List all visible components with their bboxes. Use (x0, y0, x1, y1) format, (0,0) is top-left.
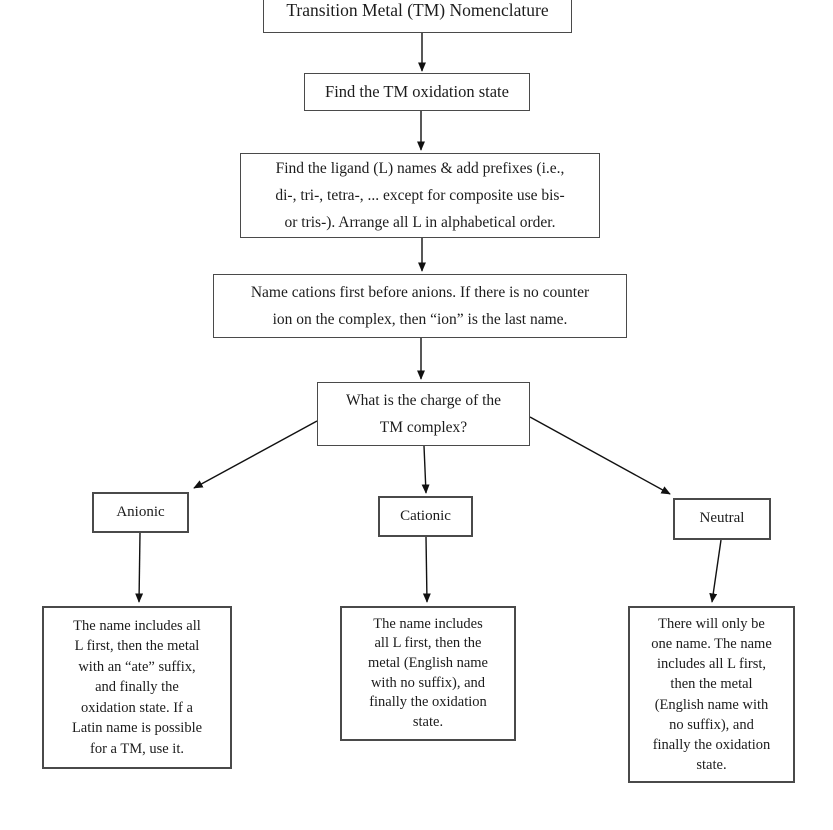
node-charge-question-label: What is the charge of the TM complex? (345, 392, 502, 436)
node-anionic-label: Anionic (116, 503, 165, 520)
node-cationic: Cationic (378, 496, 473, 537)
node-ligand-prefixes-label: Find the ligand (L) names & add prefixes… (275, 160, 565, 231)
node-cationic-rule-label: The name includes all L first, then the … (368, 615, 488, 730)
node-cations-first-label: Name cations first before anions. If the… (250, 284, 590, 328)
node-neutral-rule: There will only be one name. The name in… (628, 606, 795, 783)
arrow-charge-to-anionic (193, 420, 318, 489)
node-cations-first: Name cations first before anions. If the… (213, 274, 627, 338)
node-anionic-rule: The name includes all L first, then the … (42, 606, 232, 769)
node-ligand-prefixes: Find the ligand (L) names & add prefixes… (240, 153, 600, 238)
arrow-charge-to-neutral (529, 416, 671, 495)
arrow-neutral-to-rule (709, 539, 722, 603)
arrow-anionic-to-rule (135, 532, 144, 603)
node-anionic-rule-label: The name includes all L first, then the … (71, 618, 203, 757)
node-neutral: Neutral (673, 498, 771, 540)
arrow-charge-to-cationic (421, 445, 430, 494)
node-title: Transition Metal (TM) Nomenclature (263, 0, 572, 33)
arrow-cationic-to-rule (422, 536, 431, 603)
node-anionic: Anionic (92, 492, 189, 533)
node-oxidation-state-label: Find the TM oxidation state (325, 82, 509, 102)
node-cationic-label: Cationic (400, 507, 451, 524)
node-oxidation-state: Find the TM oxidation state (304, 73, 530, 111)
node-neutral-label: Neutral (699, 510, 745, 527)
node-charge-question: What is the charge of the TM complex? (317, 382, 530, 446)
node-cationic-rule: The name includes all L first, then the … (340, 606, 516, 741)
node-title-label: Transition Metal (TM) Nomenclature (286, 0, 549, 21)
node-neutral-rule-label: There will only be one name. The name in… (651, 616, 772, 773)
